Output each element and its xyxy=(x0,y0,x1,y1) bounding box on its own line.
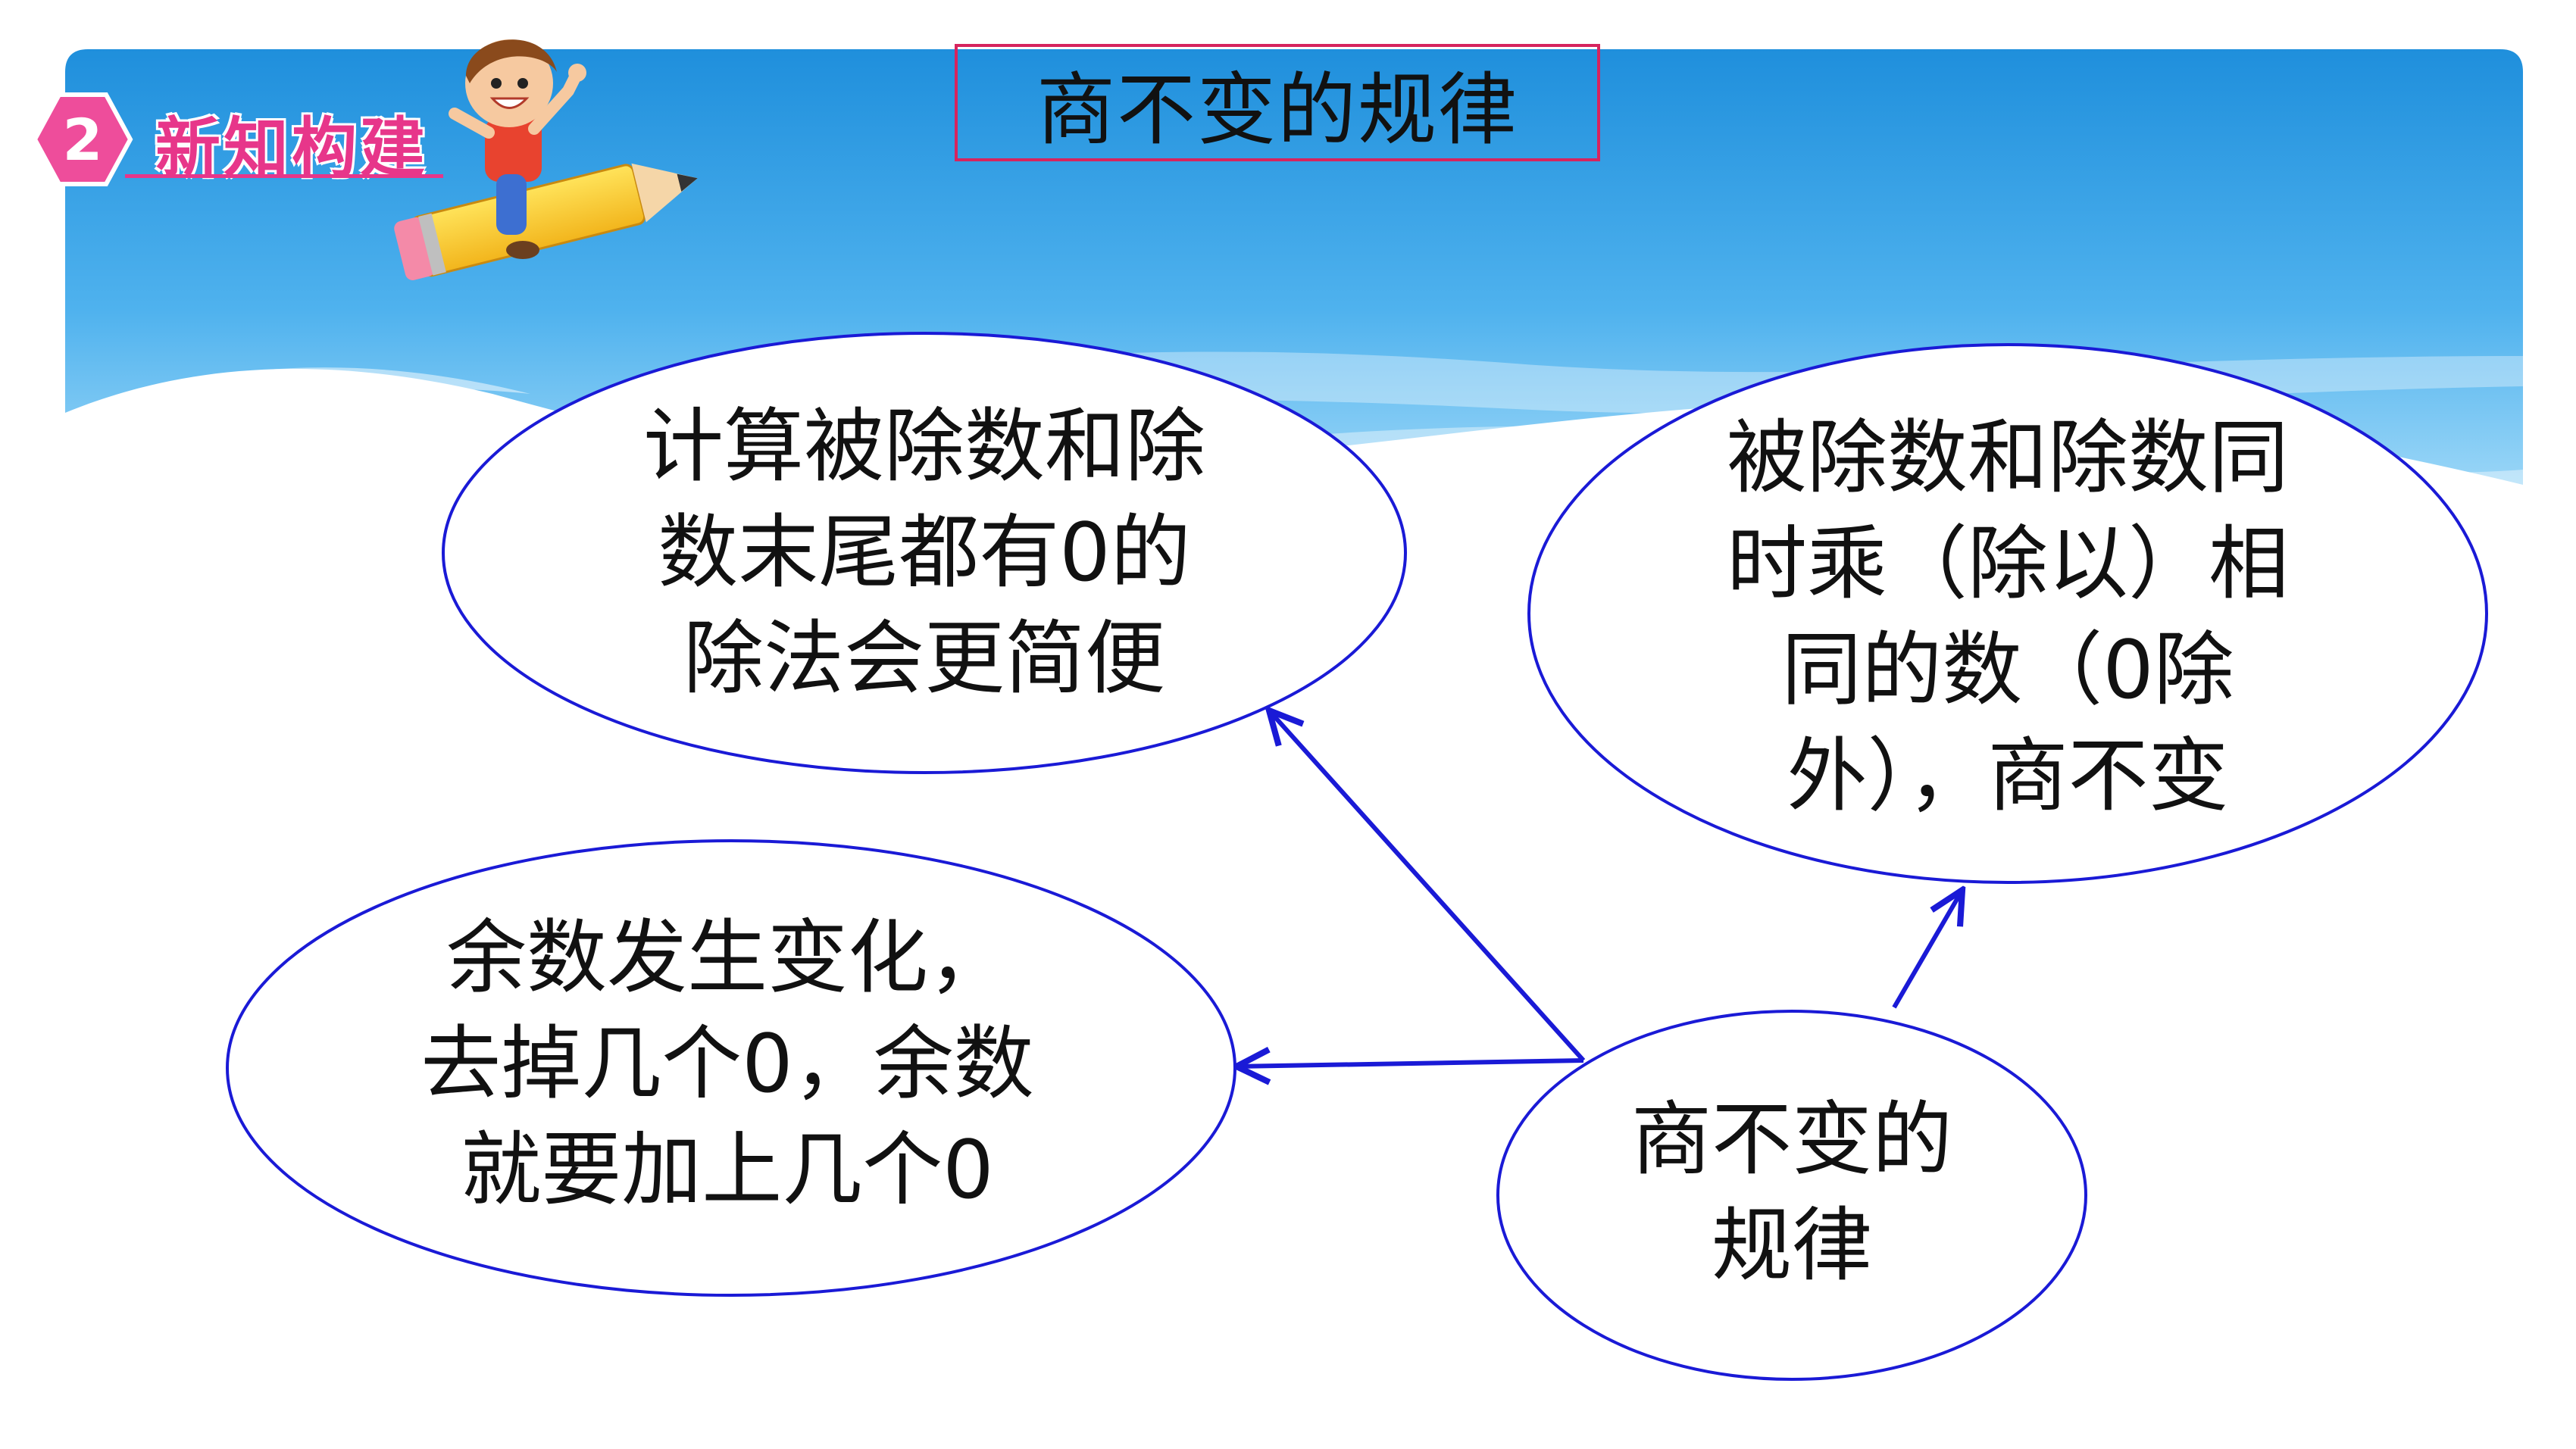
section-underline xyxy=(125,174,443,178)
page-title: 商不变的规律 xyxy=(955,44,1600,161)
arrow-to-rule xyxy=(1892,890,1962,1009)
boy-on-pencil-icon xyxy=(394,39,698,280)
node-remainder-ellipse xyxy=(226,839,1236,1297)
center-node-ellipse xyxy=(1496,1010,2087,1381)
node-application-text: 计算被除数和除 数末尾都有0的 除法会更简便 xyxy=(643,400,1205,705)
arrow-to-remainder xyxy=(1236,1060,1584,1066)
page-title-text: 商不变的规律 xyxy=(1036,64,1518,156)
section-label: 新知构建 xyxy=(155,111,428,186)
section-number: 2 xyxy=(62,105,103,173)
node-rule-text: 被除数和除数同 时乘（除以）相 同的数（0除 外），商不变 xyxy=(1727,411,2289,823)
center-node-text: 商不变的 规律 xyxy=(1631,1093,1952,1292)
node-application-ellipse xyxy=(442,332,1407,774)
hexagon-badge-icon xyxy=(32,92,133,186)
wave-highlight xyxy=(65,367,530,439)
arrow-to-application xyxy=(1269,710,1586,1063)
node-remainder-text: 余数发生变化， 去掉几个0，余数 就要加上几个0 xyxy=(420,911,1034,1216)
node-rule-ellipse xyxy=(1527,343,2488,884)
